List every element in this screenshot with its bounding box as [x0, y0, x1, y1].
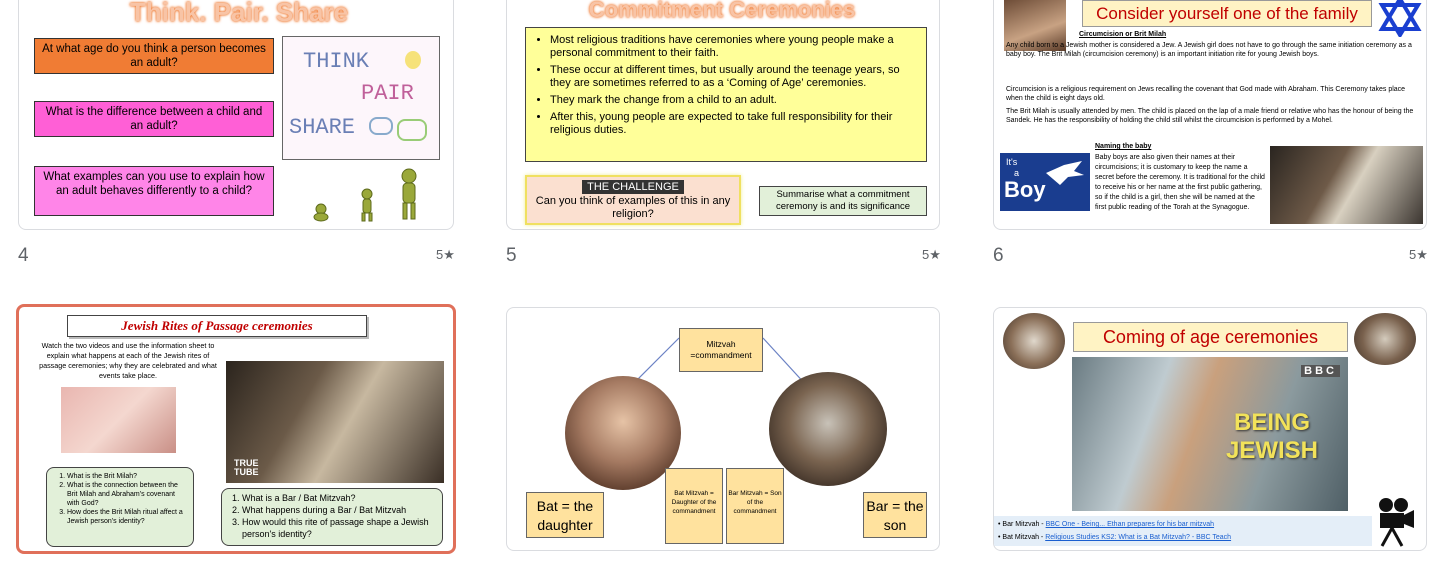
- mitzvah-text: Mitzvah =commandment: [690, 339, 752, 360]
- link-prefix: Bar Mitzvah -: [1002, 521, 1046, 528]
- slide-thumbnail-5[interactable]: Commitment Ceremonies Most religious tra…: [506, 0, 940, 230]
- speech-bubble-icon: [369, 117, 393, 135]
- paragraph: Any child born to a Jewish mother is con…: [1006, 42, 1412, 58]
- bat-mitzvah-photo: [565, 376, 681, 490]
- slide-title-box: Consider yourself one of the family: [1082, 0, 1372, 27]
- question-text: At what age do you think a person become…: [42, 43, 266, 69]
- question-box: What is the difference between a child a…: [34, 101, 274, 137]
- bar-mitzvah-text: Bar Mitzvah = Son of the commandment: [728, 490, 782, 515]
- link-row: • Bar Mitzvah - BBC One - Being... Ethan…: [998, 521, 1215, 528]
- mitzvah-box: Mitzvah =commandment: [679, 328, 763, 372]
- bat-mitzvah-box: Bat Mitzvah = Daughter of the commandmen…: [665, 468, 723, 544]
- star-icon[interactable]: 5★: [922, 247, 941, 262]
- question-item: What happens during a Bar / Bat Mitzvah: [242, 504, 438, 516]
- card-its: It's: [1006, 157, 1018, 167]
- bullet-item: They mark the change from a child to an …: [550, 94, 918, 107]
- bat-text: Bat = the daughter: [536, 498, 594, 533]
- speech-bubble-icon: [397, 119, 427, 141]
- ceremony-photo: [1270, 146, 1423, 224]
- baby-photo: [61, 387, 176, 453]
- question-box-left: What is the Brit Milah? What is the conn…: [46, 467, 194, 547]
- bar-mitzvah-box: Bar Mitzvah = Son of the commandment: [726, 468, 784, 544]
- subheading: Naming the baby: [1095, 143, 1152, 150]
- slide-title: Think. Pair. Share: [129, 0, 349, 27]
- bullet-item: After this, young people are expected to…: [550, 111, 918, 137]
- growth-figures-icon: [313, 168, 417, 222]
- slide-title-box: Coming of age ceremonies: [1073, 322, 1348, 352]
- challenge-box: THE CHALLENGE Can you think of examples …: [525, 175, 741, 225]
- slide-title: Commitment Ceremonies: [588, 0, 856, 22]
- paragraph: The Brit Milah is usually attended by me…: [1006, 108, 1414, 124]
- question-item: How would this rite of passage shape a J…: [242, 516, 438, 540]
- star-icon[interactable]: 5★: [1409, 247, 1428, 262]
- video-watermark: TRUE TUBE: [234, 458, 259, 477]
- summary-text: Summarise what a commitment ceremony is …: [775, 189, 911, 212]
- being-jewish-video: BBC BEING JEWISH: [1072, 357, 1348, 511]
- lightbulb-icon: [405, 51, 421, 69]
- slide-number: 5: [506, 245, 517, 266]
- slide-thumbnail-7[interactable]: Jewish Rites of Passage ceremonies Watch…: [16, 304, 456, 554]
- bbc-logo: BBC: [1301, 365, 1340, 377]
- share-word: SHARE: [289, 115, 356, 140]
- slide-thumbnail-4[interactable]: Think. Pair. Share At what age do you th…: [18, 0, 454, 230]
- paragraph: Circumcision is a religious requirement …: [1006, 86, 1406, 102]
- bullet-box: Most religious traditions have ceremonie…: [525, 27, 927, 162]
- torah-photo-left: [1003, 313, 1065, 369]
- think-word: THINK: [303, 49, 370, 74]
- card-a: a: [1014, 168, 1020, 178]
- question-text: What examples can you use to explain how…: [43, 171, 265, 197]
- bullet-item: Most religious traditions have ceremonie…: [550, 34, 918, 60]
- bat-box: Bat = the daughter: [526, 492, 604, 538]
- slide-thumbnail-8[interactable]: Mitzvah =commandment Bat Mitzvah = Daugh…: [506, 307, 940, 551]
- links-area: • Bar Mitzvah - BBC One - Being... Ethan…: [994, 516, 1372, 546]
- bullet-item: These occur at different times, but usua…: [550, 64, 918, 90]
- slide-thumbnail-9[interactable]: Coming of age ceremonies BBC BEING JEWIS…: [993, 307, 1427, 551]
- slide-number: 6: [993, 245, 1004, 266]
- bar-text: Bar = the son: [866, 498, 924, 533]
- camera-icon[interactable]: [1374, 496, 1416, 548]
- question-item: What is the connection between the Brit …: [67, 481, 189, 508]
- pair-word: PAIR: [361, 81, 414, 106]
- challenge-text: Can you think of examples of this in any…: [535, 195, 731, 220]
- question-item: How does the Brit Milah ritual affect a …: [67, 508, 189, 526]
- slide-title: Consider yourself one of the family: [1096, 4, 1358, 23]
- stork-icon: [1046, 161, 1084, 185]
- slide-thumbnail-6[interactable]: Consider yourself one of the family Circ…: [993, 0, 1427, 230]
- card-boy: Boy: [1004, 177, 1046, 202]
- bar-mitzvah-video: TRUE TUBE: [226, 361, 444, 483]
- video-title: BEING JEWISH: [1225, 409, 1318, 464]
- its-a-boy-card: It's a Boy: [1000, 153, 1090, 211]
- subheading: Circumcision or Brit Milah: [1079, 31, 1167, 38]
- bar-mitzvah-photo: [769, 372, 887, 486]
- question-item: What is the Brit Milah?: [67, 472, 189, 481]
- question-text: What is the difference between a child a…: [45, 106, 263, 132]
- bar-mitzvah-link[interactable]: BBC One - Being... Ethan prepares for hi…: [1045, 521, 1215, 528]
- slide-title-box: Jewish Rites of Passage ceremonies: [67, 315, 367, 337]
- link-prefix: Bat Mitzvah -: [1002, 534, 1046, 541]
- slide-number: 4: [18, 245, 29, 266]
- question-box-right: What is a Bar / Bat Mitzvah? What happen…: [221, 488, 443, 546]
- slide-title: Jewish Rites of Passage ceremonies: [121, 318, 313, 333]
- paragraph: Baby boys are also given their names at …: [1095, 154, 1265, 211]
- star-of-david-icon: [1378, 0, 1422, 37]
- summary-box: Summarise what a commitment ceremony is …: [759, 186, 927, 216]
- family-photo-right: [1354, 313, 1416, 365]
- challenge-heading: THE CHALLENGE: [582, 180, 684, 194]
- boy-photo: [1004, 0, 1066, 51]
- bat-mitzvah-text: Bat Mitzvah = Daughter of the commandmen…: [671, 490, 717, 515]
- star-icon[interactable]: 5★: [436, 247, 455, 262]
- slide-title: Coming of age ceremonies: [1102, 327, 1319, 347]
- bar-box: Bar = the son: [863, 492, 927, 538]
- question-box: At what age do you think a person become…: [34, 38, 274, 74]
- question-box: What examples can you use to explain how…: [34, 166, 274, 216]
- think-pair-share-image: THINK PAIR SHARE: [282, 36, 440, 160]
- link-row: • Bat Mitzvah - Religious Studies KS2: W…: [998, 534, 1232, 541]
- question-item: What is a Bar / Bat Mitzvah?: [242, 492, 438, 504]
- bat-mitzvah-link[interactable]: Religious Studies KS2: What is a Bat Mit…: [1045, 534, 1232, 541]
- intro-text: Watch the two videos and use the informa…: [39, 341, 217, 380]
- bullet-list: Most religious traditions have ceremonie…: [532, 34, 918, 137]
